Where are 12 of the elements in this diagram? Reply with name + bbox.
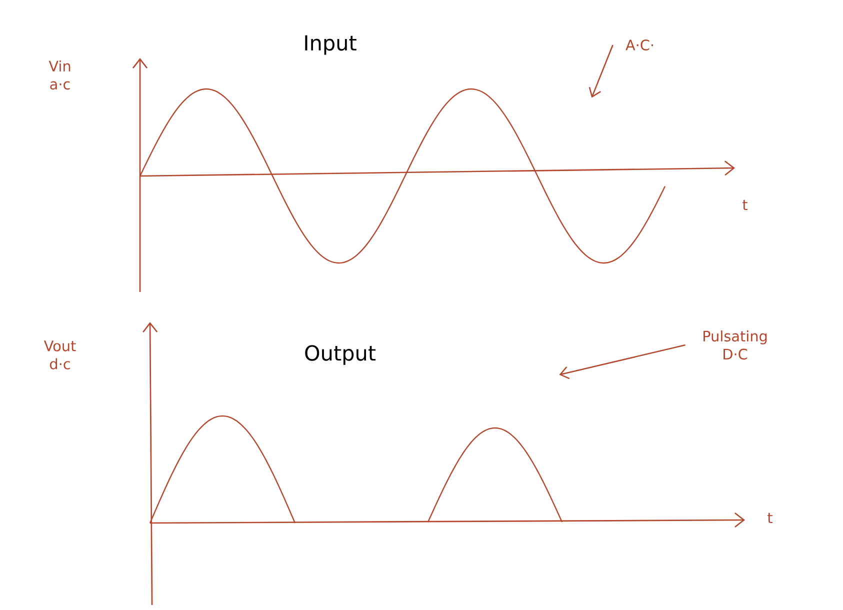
sine-wave — [139, 88, 666, 264]
leader-arrow — [559, 344, 686, 380]
axis-label: Vout d·c — [44, 340, 76, 370]
axis-label: t — [768, 512, 772, 524]
annotation-text: Pulsating D·C — [704, 330, 767, 360]
axis-label: t — [742, 200, 748, 210]
leader-arrow — [588, 44, 614, 98]
axis-label: Input — [305, 35, 356, 55]
rectified-wave — [149, 415, 563, 524]
axis-label: Output — [305, 345, 376, 365]
axis-label: Vin a·c — [48, 60, 70, 90]
annotation-text: A·C· — [626, 40, 653, 50]
